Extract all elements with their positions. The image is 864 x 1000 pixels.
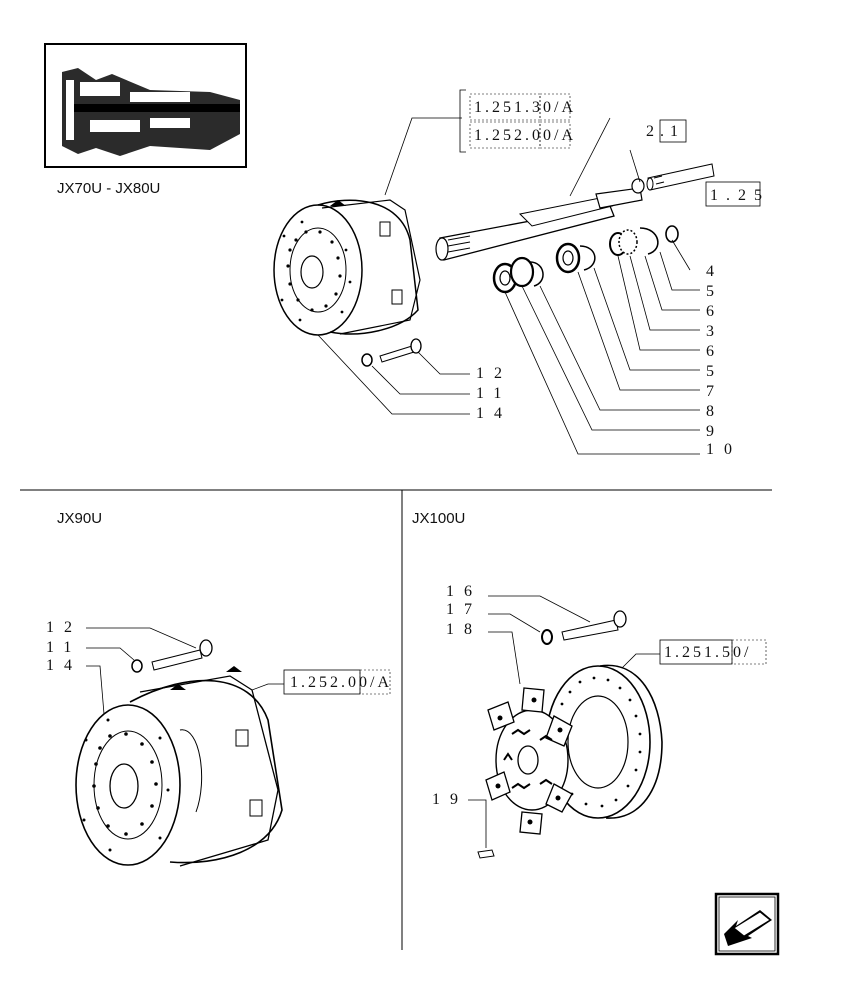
callout-top-11: 12 xyxy=(476,365,512,382)
callout-top-13: 14 xyxy=(476,405,512,422)
callout-top-6: 5 xyxy=(706,363,714,380)
ref-box-f[interactable]: 1.251.50/ xyxy=(659,639,767,665)
pin-part xyxy=(477,849,495,859)
callout-list-right: 16 17 18 19 xyxy=(432,583,482,808)
ref-label-b: 1.252.00/A xyxy=(474,127,576,144)
callout-top-2: 5 xyxy=(706,283,714,300)
transmission-thumbnail[interactable] xyxy=(44,43,247,168)
callout-right-3: 18 xyxy=(446,621,482,638)
callout-left-3: 14 xyxy=(46,657,82,674)
ref-box-d[interactable]: 1.25 xyxy=(705,181,770,207)
bolt-and-washer-right xyxy=(541,610,627,645)
leader-lines-left xyxy=(86,627,284,715)
ref-label-a: 1.251.30/A xyxy=(474,99,576,116)
callout-top-8: 8 xyxy=(706,403,714,420)
callout-list-top: 4 5 6 3 6 5 7 8 9 10 12 11 14 xyxy=(476,263,742,458)
ref-label-f: 1.251.50/ xyxy=(664,644,751,661)
bolt-and-washer-top xyxy=(361,338,422,367)
callout-top-1: 4 xyxy=(706,263,714,280)
ref-box-e[interactable]: 1.252.00/A xyxy=(283,669,392,695)
callout-top-10: 10 xyxy=(706,441,742,458)
model-label-jx70u-jx80u: JX70U - JX80U xyxy=(57,180,161,197)
callout-left-1: 12 xyxy=(46,619,82,636)
ref-label-e: 1.252.00/A xyxy=(290,674,392,691)
top-clutch-assembly xyxy=(273,199,421,336)
leader-lines-right xyxy=(468,595,660,848)
callout-top-12: 11 xyxy=(476,385,511,402)
callout-left-2: 11 xyxy=(46,639,81,656)
bearing-set xyxy=(492,225,679,294)
callout-top-3: 6 xyxy=(706,303,714,320)
model-label-jx90u: JX90U xyxy=(57,510,103,527)
bushing-and-rod xyxy=(631,163,715,194)
ref-label-d: 1.25 xyxy=(710,187,770,204)
bolt-and-washer-left xyxy=(131,639,213,673)
jx90u-clutch-assembly xyxy=(75,666,283,867)
callout-right-4: 19 xyxy=(432,791,468,808)
ref-box-b[interactable]: 1.252.00/A xyxy=(469,121,576,149)
callout-top-9: 9 xyxy=(706,423,714,440)
callout-right-1: 16 xyxy=(446,583,482,600)
ref-box-c[interactable]: 2.1 xyxy=(646,119,687,143)
leader-lines-top xyxy=(317,117,700,455)
callout-right-2: 17 xyxy=(446,601,482,618)
callout-top-7: 7 xyxy=(706,383,714,400)
ref-box-a[interactable]: 1.251.30/A xyxy=(459,89,576,153)
arrow-next-page-icon[interactable] xyxy=(714,892,780,956)
input-shaft xyxy=(435,187,643,261)
jx100u-clutch-assembly xyxy=(485,664,663,835)
ref-label-c: 2.1 xyxy=(646,123,684,140)
callout-top-4: 3 xyxy=(706,323,714,340)
callout-list-left: 12 11 14 xyxy=(46,619,82,674)
callout-top-5: 6 xyxy=(706,343,714,360)
model-label-jx100u: JX100U xyxy=(412,510,466,527)
